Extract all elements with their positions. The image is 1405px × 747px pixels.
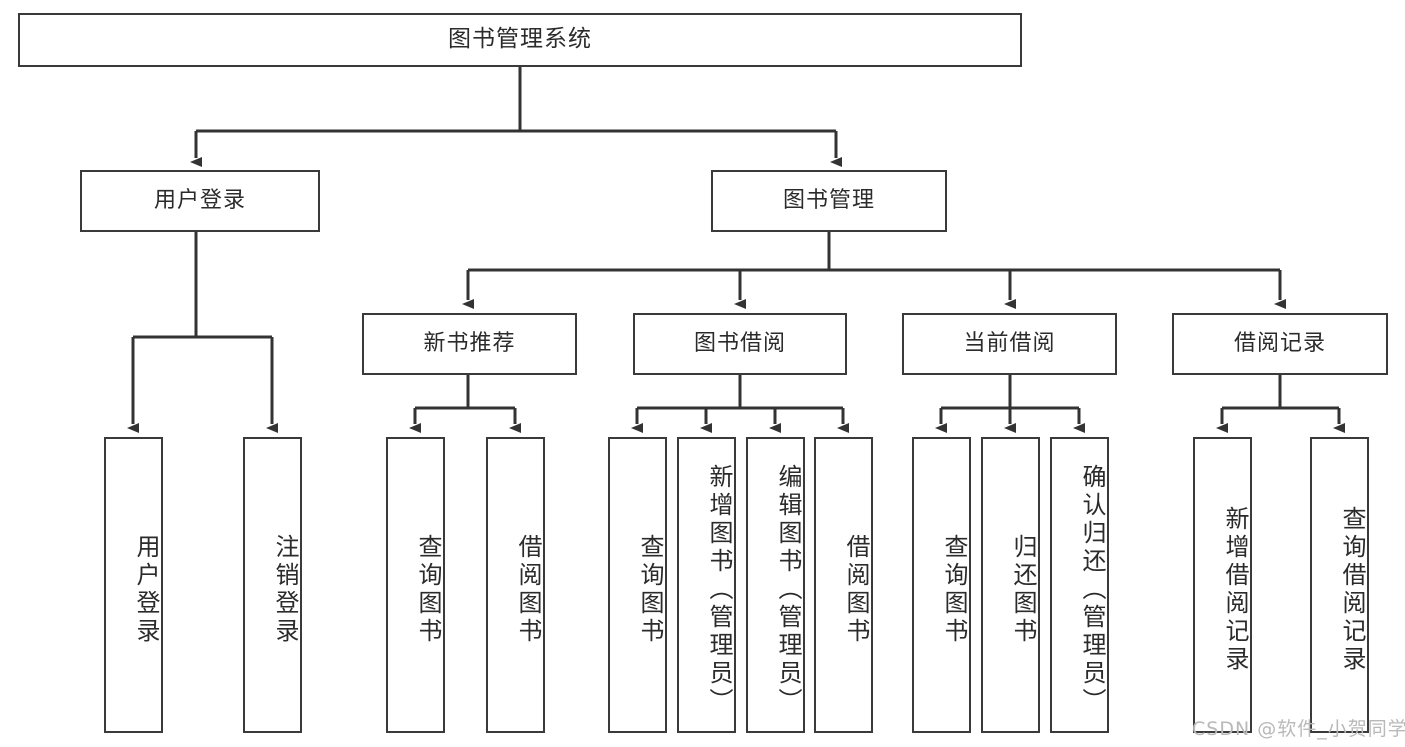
leaf-new-book-query-book[interactable]: 查询图书	[386, 437, 445, 733]
leaf-label: 用户登录	[132, 534, 160, 646]
node-book-management[interactable]: 图书管理	[711, 170, 947, 232]
leaf-label: 编辑图书（管理员）	[774, 464, 802, 716]
leaf-label: 查询图书	[636, 534, 664, 646]
leaf-label: 归还图书	[1009, 534, 1037, 646]
leaf-label: 确认归还（管理员）	[1078, 464, 1106, 716]
leaf-current-borrow-return-book[interactable]: 归还图书	[981, 437, 1040, 733]
leaf-book-borrow-borrow-book[interactable]: 借阅图书	[814, 437, 873, 733]
leaf-label: 查询图书	[414, 534, 442, 646]
leaf-borrow-record-query-record[interactable]: 查询借阅记录	[1310, 437, 1369, 733]
leaf-label: 新增图书（管理员）	[705, 464, 733, 716]
leaf-label: 查询借阅记录	[1338, 506, 1366, 674]
leaf-label: 新增借阅记录	[1221, 506, 1249, 674]
leaf-book-borrow-query-book[interactable]: 查询图书	[608, 437, 667, 733]
node-root[interactable]: 图书管理系统	[18, 13, 1022, 67]
leaf-borrow-record-add-record[interactable]: 新增借阅记录	[1193, 437, 1252, 733]
leaf-label: 注销登录	[271, 534, 299, 646]
leaf-book-borrow-edit-book-admin[interactable]: 编辑图书（管理员）	[746, 437, 805, 733]
node-book-borrow[interactable]: 图书借阅	[633, 313, 847, 375]
leaf-new-book-borrow-book[interactable]: 借阅图书	[486, 437, 545, 733]
leaf-book-borrow-add-book-admin[interactable]: 新增图书（管理员）	[677, 437, 736, 733]
node-current-borrow[interactable]: 当前借阅	[902, 313, 1117, 375]
leaf-user-login-login[interactable]: 用户登录	[104, 437, 163, 733]
leaf-label: 借阅图书	[514, 534, 542, 646]
leaf-current-borrow-confirm-return-admin[interactable]: 确认归还（管理员）	[1050, 437, 1109, 733]
leaf-current-borrow-query-book[interactable]: 查询图书	[912, 437, 971, 733]
leaf-label: 借阅图书	[842, 534, 870, 646]
node-user-login[interactable]: 用户登录	[80, 170, 320, 232]
leaf-user-login-logout[interactable]: 注销登录	[243, 437, 302, 733]
node-new-book-recommend[interactable]: 新书推荐	[362, 313, 577, 375]
node-borrow-record[interactable]: 借阅记录	[1172, 313, 1388, 375]
leaf-label: 查询图书	[940, 534, 968, 646]
